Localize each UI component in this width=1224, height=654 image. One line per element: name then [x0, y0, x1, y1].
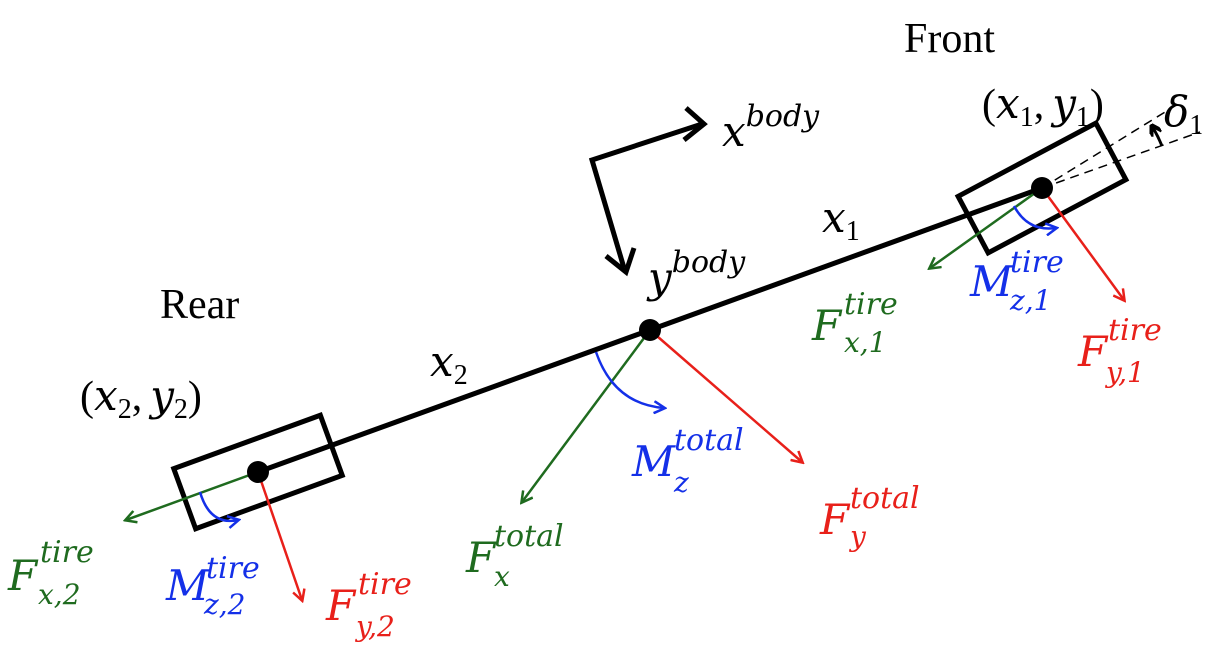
svg-text:y,1: y,1	[1104, 356, 1145, 389]
rear-tire-fx-arrow	[126, 470, 259, 520]
total-fx-arrow	[522, 329, 652, 502]
svg-text:tire: tire	[40, 535, 94, 570]
svg-text:x,2: x,2	[38, 578, 81, 611]
front-point-label: (x1,y1)	[982, 79, 1104, 133]
svg-text:x: x	[494, 560, 510, 593]
svg-text:tire: tire	[1010, 245, 1064, 280]
x2-distance-label: x2	[430, 337, 468, 391]
svg-text:M: M	[631, 437, 676, 486]
rear-label: Rear	[160, 282, 239, 328]
x-body-label: xbody	[722, 99, 820, 156]
svg-text:x,1: x,1	[844, 326, 887, 359]
front-tire	[954, 119, 1130, 257]
svg-text:F: F	[325, 581, 357, 630]
svg-text:z: z	[673, 466, 689, 499]
svg-text:F: F	[811, 301, 843, 350]
svg-text:y,2: y,2	[354, 610, 395, 643]
y-body-label: ybody	[646, 245, 746, 302]
x1-distance-label: x1	[822, 193, 860, 247]
steering-angle-label: δ1	[1164, 87, 1203, 141]
rear-tire-fy-arrow	[256, 471, 302, 600]
svg-text:F: F	[465, 533, 497, 582]
front-tire-heading-line	[1041, 103, 1179, 189]
svg-text:z,2: z,2	[203, 588, 245, 621]
svg-text:total: total	[674, 423, 744, 458]
front-tire-moment-arc	[1012, 205, 1056, 229]
svg-text:M: M	[969, 257, 1014, 306]
rear-tire-fx-label: F tire x,2	[7, 535, 94, 611]
svg-text:y: y	[848, 520, 867, 553]
svg-text:tire: tire	[358, 567, 412, 602]
front-tire-moment-label: M tire z,1	[969, 245, 1064, 317]
svg-text:total: total	[850, 481, 920, 516]
total-moment-label: M total z	[631, 423, 744, 499]
svg-text:tire: tire	[844, 287, 898, 322]
front-axle-point	[1031, 177, 1053, 199]
rear-tire-moment-arc	[198, 491, 238, 521]
rear-point-label: (x2,y2)	[80, 371, 202, 425]
total-fy-label: F total y	[819, 481, 920, 553]
rear-axle-point	[247, 461, 269, 483]
front-tire-fx-label: F tire x,1	[811, 287, 898, 359]
svg-text:F: F	[1077, 327, 1109, 376]
body-axis-extension	[1041, 131, 1201, 189]
body-frame-axes	[588, 121, 703, 269]
total-fy-arrow	[649, 329, 802, 462]
total-moment-arc	[594, 351, 664, 408]
x-body-arrowhead	[682, 106, 708, 142]
steering-angle-arc	[1152, 126, 1164, 147]
rear-tire-moment-label: M tire z,2	[165, 551, 260, 621]
y-body-arrowhead	[604, 247, 637, 277]
svg-text:total: total	[494, 519, 564, 554]
svg-text:z,1: z,1	[1009, 284, 1051, 317]
rear-tire-fy-label: F tire y,2	[325, 567, 412, 643]
front-tire-fy-arrow	[1040, 187, 1124, 300]
front-label: Front	[904, 16, 995, 62]
front-tire-fy-label: F tire y,1	[1077, 313, 1162, 389]
front-tire-fx-arrow	[930, 186, 1043, 268]
svg-text:M: M	[165, 561, 210, 610]
center-of-mass-point	[639, 319, 661, 341]
svg-text:F: F	[7, 551, 39, 600]
svg-text:tire: tire	[1108, 313, 1162, 348]
svg-text:tire: tire	[206, 551, 260, 586]
total-fx-label: F total x	[465, 519, 564, 593]
svg-text:F: F	[819, 495, 851, 544]
